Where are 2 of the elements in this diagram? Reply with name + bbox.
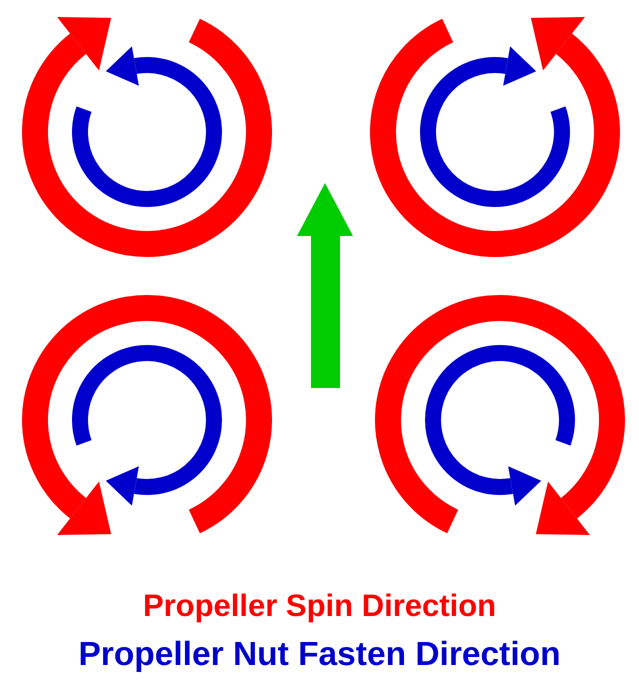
legend-text: Propeller Spin Direction — [142, 588, 496, 624]
legend-text: Propeller Nut Fasten Direction — [78, 636, 561, 674]
